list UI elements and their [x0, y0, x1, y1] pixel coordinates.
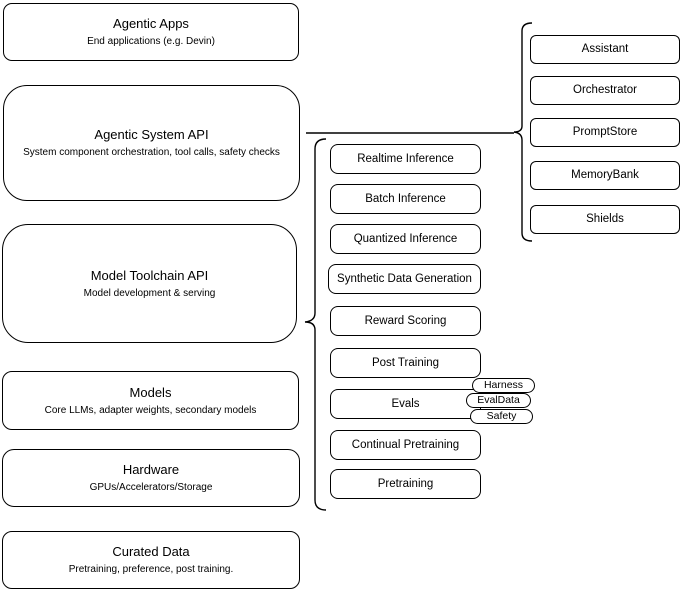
box-title: Agentic System API [94, 127, 209, 142]
box-label: Quantized Inference [353, 232, 458, 245]
box-assistant: Assistant [530, 35, 680, 64]
brace-toolchain-services [304, 138, 327, 511]
box-memorybank: MemoryBank [530, 161, 680, 190]
box-title: Hardware [122, 462, 180, 477]
box-label: Assistant [581, 43, 629, 55]
box-models: Models Core LLMs, adapter weights, secon… [2, 371, 299, 430]
box-pretraining: Pretraining [330, 469, 481, 499]
box-realtime-inference: Realtime Inference [330, 144, 481, 174]
box-label: PromptStore [572, 126, 638, 138]
box-subtitle: Pretraining, preference, post training. [68, 564, 234, 575]
box-subtitle: End applications (e.g. Devin) [87, 36, 215, 47]
box-label: Shields [586, 213, 624, 225]
box-title: Curated Data [112, 544, 190, 559]
box-model-toolchain-api: Model Toolchain API Model development & … [2, 224, 297, 343]
box-label: Post Training [371, 356, 440, 369]
box-title: Models [129, 384, 172, 400]
pill-safety: Safety [470, 409, 533, 424]
pill-label: Harness [483, 379, 524, 391]
box-continual-pretraining: Continual Pretraining [330, 430, 481, 460]
box-synthetic-data-generation: Synthetic Data Generation [328, 264, 481, 294]
box-agentic-system-api: Agentic System API System component orch… [3, 85, 300, 201]
box-orchestrator: Orchestrator [530, 76, 680, 105]
box-subtitle: Core LLMs, adapter weights, secondary mo… [44, 404, 257, 416]
box-label: Batch Inference [365, 192, 446, 205]
box-hardware: Hardware GPUs/Accelerators/Storage [2, 449, 300, 507]
pill-label: Safety [486, 410, 517, 422]
box-post-training: Post Training [330, 348, 481, 378]
box-label: Realtime Inference [357, 152, 454, 165]
box-title: Model Toolchain API [90, 267, 209, 283]
box-reward-scoring: Reward Scoring [330, 306, 481, 336]
box-shields: Shields [530, 205, 680, 234]
box-title: Agentic Apps [113, 16, 189, 31]
box-label: Reward Scoring [364, 314, 447, 327]
box-label: MemoryBank [571, 169, 639, 181]
box-subtitle: Model development & serving [83, 287, 216, 299]
box-label: Pretraining [377, 477, 434, 490]
box-subtitle: System component orchestration, tool cal… [23, 147, 280, 158]
box-label: Evals [391, 397, 420, 410]
box-label: Orchestrator [573, 84, 637, 96]
box-subtitle: GPUs/Accelerators/Storage [89, 482, 213, 493]
pill-harness: Harness [472, 378, 535, 393]
box-quantized-inference: Quantized Inference [330, 224, 481, 254]
box-agentic-apps: Agentic Apps End applications (e.g. Devi… [3, 3, 299, 61]
box-evals: Evals [330, 389, 481, 419]
pill-evaldata: EvalData [466, 393, 531, 408]
box-batch-inference: Batch Inference [330, 184, 481, 214]
box-label: Continual Pretraining [351, 438, 460, 451]
box-label: Synthetic Data Generation [337, 272, 472, 285]
box-curated-data: Curated Data Pretraining, preference, po… [2, 531, 300, 589]
pill-label: EvalData [477, 394, 520, 406]
box-promptstore: PromptStore [530, 118, 680, 147]
